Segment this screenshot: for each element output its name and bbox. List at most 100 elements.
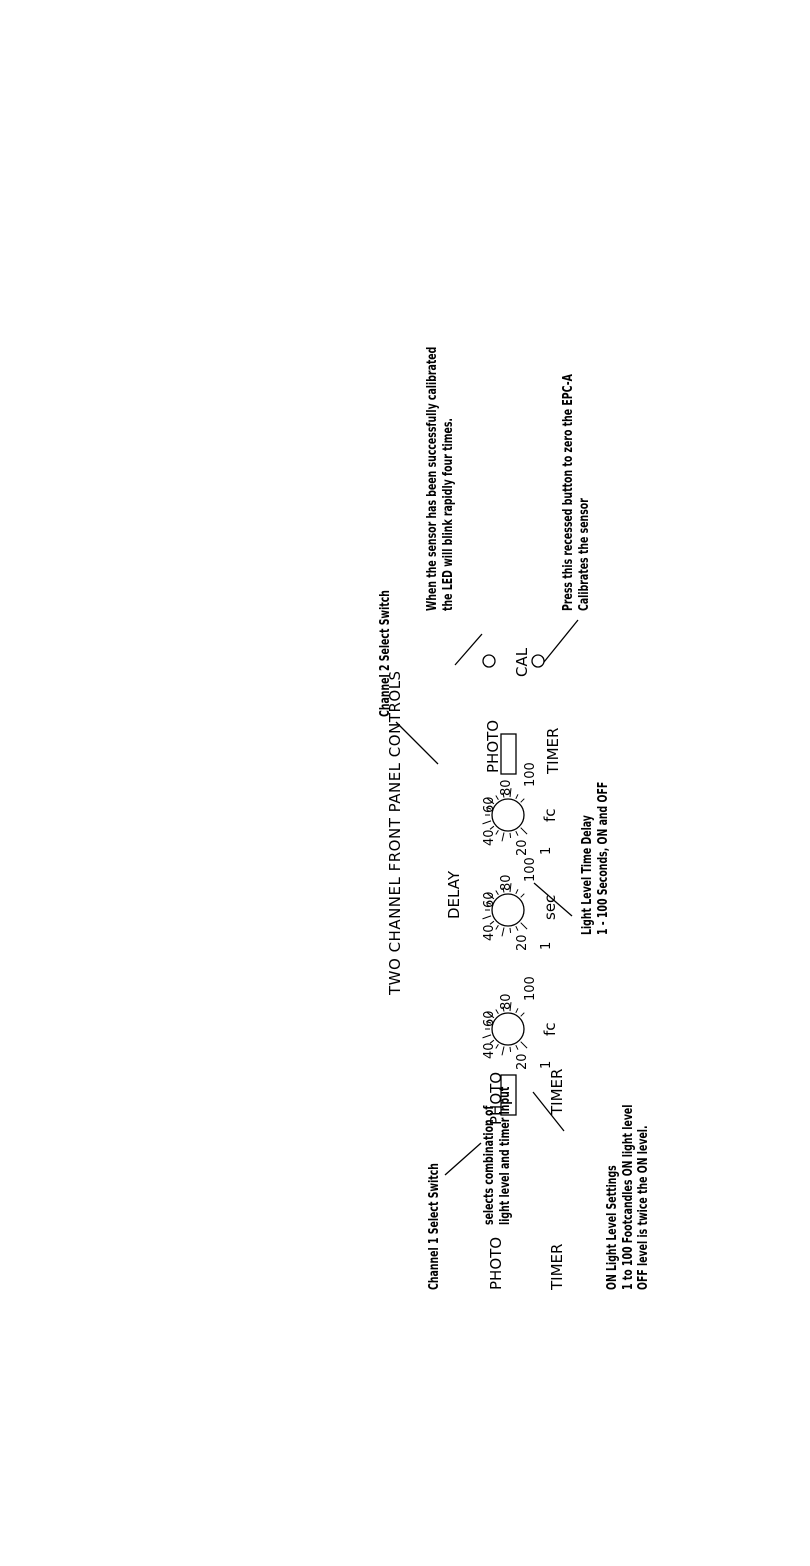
dial2-scale-mark	[515, 889, 519, 895]
dial3-scale-mark	[502, 792, 505, 798]
on-settings-line1: ON Light Level Settings	[605, 1165, 620, 1290]
led-line1: When the sensor has been successfully ca…	[425, 346, 440, 611]
diagram-title: TWO CHANNEL FRONT PANEL CONTROLS	[386, 670, 404, 995]
dial2-scale-mark	[495, 924, 499, 930]
dial2-tick-1: 1	[539, 941, 554, 950]
on-settings-line2: 1 to 100 Footcandles ON light level	[620, 1104, 636, 1290]
dial3-scale-mark	[509, 788, 512, 798]
callout-line-channel2	[395, 721, 439, 765]
photo-term: PHOTO	[487, 1236, 505, 1290]
led-indicator	[482, 654, 496, 668]
dial2-tick-40: 40	[482, 924, 497, 941]
dial2-scale-mark	[495, 890, 499, 896]
dial1-scale-mark	[495, 1009, 499, 1015]
dial1-scale-mark	[509, 1002, 512, 1012]
dial2-scale-mark	[502, 887, 505, 893]
led-description: When the sensor has been successfully ca…	[425, 347, 456, 611]
dial3-scale-mark	[489, 825, 495, 830]
delay-label: DELAY	[445, 871, 463, 919]
on-light-level-dial[interactable]	[491, 1012, 525, 1046]
dial1-scale-mark	[502, 1006, 505, 1012]
dial2-scale-mark	[509, 883, 512, 893]
channel2-callout: Channel 2 Select Switch	[378, 590, 393, 717]
delay-line2: 1 - 100 Seconds, ON and OFF	[595, 781, 611, 935]
delay-line1: Light Level Time Delay	[580, 815, 595, 935]
dial1-tick-20: 20	[515, 1053, 530, 1070]
channel1-select-switch[interactable]	[500, 1074, 517, 1116]
dial1-scale-mark	[509, 1046, 512, 1052]
callout-line-led	[454, 633, 483, 666]
dial3-unit: fc	[541, 808, 559, 822]
dial2-scale-mark	[520, 922, 528, 930]
dial1-tick-100: 100	[523, 976, 538, 1001]
channel1-photo-label: PHOTO	[487, 1071, 505, 1125]
channel2-light-level-dial[interactable]	[491, 798, 525, 832]
dial3-scale-mark	[501, 832, 505, 842]
dial2-unit: sec	[541, 894, 559, 920]
channel2-timer-label: TIMER	[544, 727, 562, 774]
dial2-scale-mark	[482, 915, 492, 920]
callout-line-channel1	[444, 1142, 482, 1176]
dial3-tick-80: 80	[499, 779, 514, 796]
dial2-scale-mark	[520, 893, 525, 898]
dial3-scale-mark	[486, 797, 495, 805]
dial1-tick-1: 1	[539, 1060, 554, 1069]
dial1-scale-mark	[486, 1011, 495, 1019]
dial2-scale-mark	[515, 925, 519, 931]
dial2-tick-100: 100	[523, 857, 538, 882]
channel1-callout: Channel 1 Select Switch	[427, 1163, 442, 1290]
cal-label: CAL	[513, 647, 531, 677]
dial1-scale-mark	[520, 1041, 528, 1049]
dial1-scale-mark	[520, 1012, 525, 1017]
dial3-scale-mark	[495, 829, 499, 835]
dial2-scale-mark	[486, 892, 495, 900]
channel2-select-switch[interactable]	[500, 733, 517, 775]
callout-line-delay	[533, 882, 573, 917]
cal-line2: Calibrates the sensor	[576, 498, 592, 611]
cal-line1: Press this recessed button to zero the E…	[561, 374, 576, 611]
dial1-tick-40: 40	[482, 1042, 497, 1059]
dial1-scale-mark	[501, 1046, 505, 1056]
dial3-scale-mark	[495, 795, 499, 801]
dial1-scale-mark	[515, 1008, 519, 1014]
on-settings-line3: OFF level is twice the ON level.	[636, 1125, 652, 1290]
dial1-unit: fc	[541, 1022, 559, 1036]
dial3-tick-1: 1	[539, 846, 554, 855]
callout-line-cal	[543, 619, 579, 663]
dial3-scale-mark	[515, 830, 519, 836]
dial1-scale-mark	[495, 1043, 499, 1049]
dial2-tick-80: 80	[499, 874, 514, 891]
on-light-level-settings: ON Light Level Settings 1 to 100 Footcan…	[605, 1105, 652, 1290]
dial2-scale-mark	[489, 920, 495, 925]
delay-description: Light Level Time Delay 1 - 100 Seconds, …	[580, 782, 611, 935]
dial2-tick-20: 20	[515, 934, 530, 951]
dial3-scale-mark	[486, 806, 492, 810]
dial1-scale-mark	[486, 1020, 492, 1024]
dial1-tick-80: 80	[499, 993, 514, 1010]
panel-graphics	[395, 619, 579, 1176]
rotated-panel: TWO CHANNEL FRONT PANEL CONTROLS PHOTO s…	[378, 275, 688, 1295]
dial3-scale-mark	[482, 820, 492, 825]
dial3-scale-mark	[515, 794, 519, 800]
time-delay-dial[interactable]	[491, 893, 525, 927]
dial3-scale-mark	[520, 827, 528, 835]
dial1-tick-60: 60	[482, 1010, 497, 1027]
dial3-tick-60: 60	[482, 796, 497, 813]
dial2-scale-mark	[486, 901, 492, 905]
channel1-timer-label: TIMER	[548, 1068, 566, 1115]
callout-line-on-settings	[532, 1091, 565, 1132]
timer-term: TIMER	[548, 1243, 566, 1290]
cal-button[interactable]	[531, 654, 545, 668]
dial3-tick-40: 40	[482, 829, 497, 846]
dial2-scale-mark	[509, 927, 512, 933]
channel2-photo-label: PHOTO	[484, 719, 502, 773]
dial3-scale-mark	[520, 798, 525, 803]
dial1-scale-mark	[515, 1044, 519, 1050]
dial3-tick-100: 100	[523, 762, 538, 787]
dial3-scale-mark	[509, 832, 512, 838]
dial2-tick-60: 60	[482, 891, 497, 908]
dial2-scale-mark	[501, 927, 505, 937]
cal-description: Press this recessed button to zero the E…	[561, 374, 592, 611]
dial1-scale-mark	[489, 1039, 495, 1044]
